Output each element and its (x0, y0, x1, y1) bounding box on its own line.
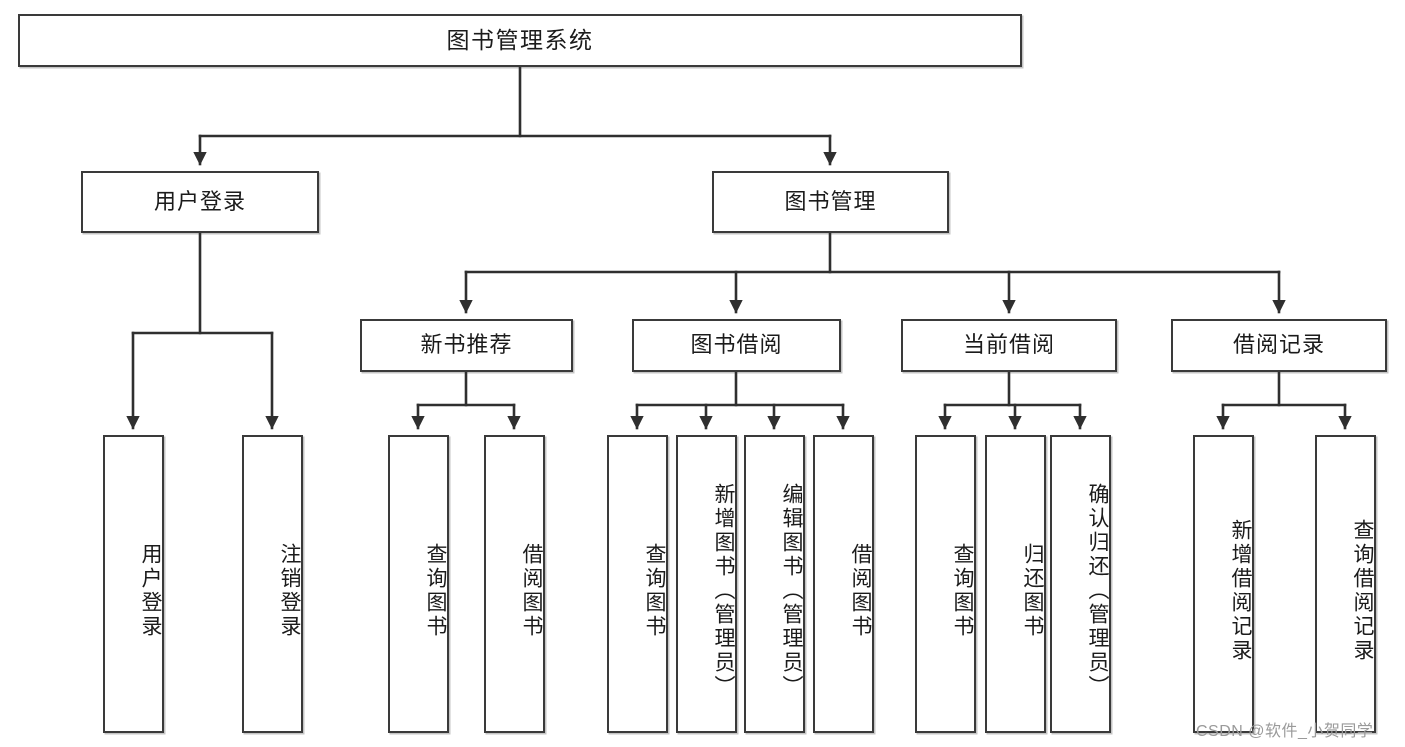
node-leaf-confirm-return-admin[interactable]: 确认归还（管理员） (1050, 435, 1111, 733)
node-borrow-record[interactable]: 借阅记录 (1171, 319, 1387, 372)
node-leaf-return-book[interactable]: 归还图书 (985, 435, 1046, 733)
node-leaf-user-login[interactable]: 用户登录 (103, 435, 164, 733)
node-book-borrow[interactable]: 图书借阅 (632, 319, 841, 372)
node-leaf-add-borrow-record[interactable]: 新增借阅记录 (1193, 435, 1254, 733)
node-leaf-edit-book-admin[interactable]: 编辑图书（管理员） (744, 435, 805, 733)
node-leaf-query-book-borrow[interactable]: 查询图书 (607, 435, 668, 733)
node-new-book-recommend[interactable]: 新书推荐 (360, 319, 573, 372)
node-root-book-management-system[interactable]: 图书管理系统 (18, 14, 1022, 67)
node-current-borrow[interactable]: 当前借阅 (901, 319, 1117, 372)
node-leaf-borrow-book[interactable]: 借阅图书 (813, 435, 874, 733)
watermark-credit: CSDN @软件_小贺同学 (1196, 723, 1374, 740)
node-leaf-query-book-current[interactable]: 查询图书 (915, 435, 976, 733)
node-leaf-user-logout[interactable]: 注销登录 (242, 435, 303, 733)
node-user-login[interactable]: 用户登录 (81, 171, 319, 233)
node-leaf-query-borrow-record[interactable]: 查询借阅记录 (1315, 435, 1376, 733)
node-leaf-borrow-book-recommend[interactable]: 借阅图书 (484, 435, 545, 733)
node-book-management[interactable]: 图书管理 (712, 171, 949, 233)
node-leaf-query-book-recommend[interactable]: 查询图书 (388, 435, 449, 733)
node-leaf-add-book-admin[interactable]: 新增图书（管理员） (676, 435, 737, 733)
